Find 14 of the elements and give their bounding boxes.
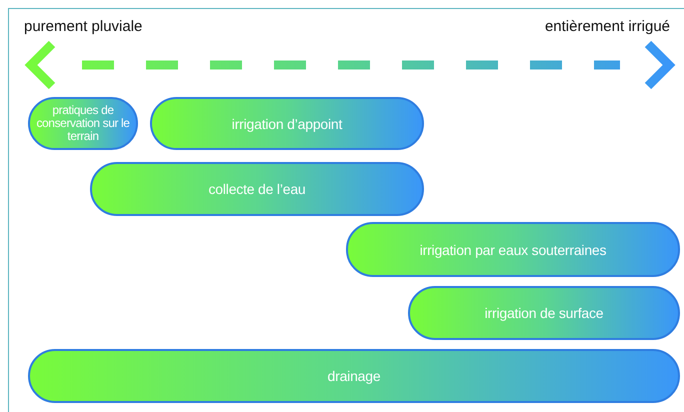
bar-label: irrigation d’appoint xyxy=(232,116,342,132)
bar-label: irrigation par eaux souterraines xyxy=(420,242,606,258)
bar-label: collecte de l’eau xyxy=(208,181,306,197)
practice-bar xyxy=(346,222,680,277)
bar-label: pratiques de conservation sur le terrain xyxy=(35,104,131,143)
bar-label: irrigation de surface xyxy=(484,305,604,321)
practice-bar xyxy=(408,286,680,340)
scale-end-label: entièrement irrigué xyxy=(544,18,670,35)
practice-bar xyxy=(90,162,424,216)
practice-bar xyxy=(28,349,680,403)
bar-label: drainage xyxy=(328,368,380,384)
scale-end-label: purement pluviale xyxy=(24,18,142,35)
practice-bar xyxy=(28,97,138,150)
practice-bar xyxy=(150,97,424,150)
